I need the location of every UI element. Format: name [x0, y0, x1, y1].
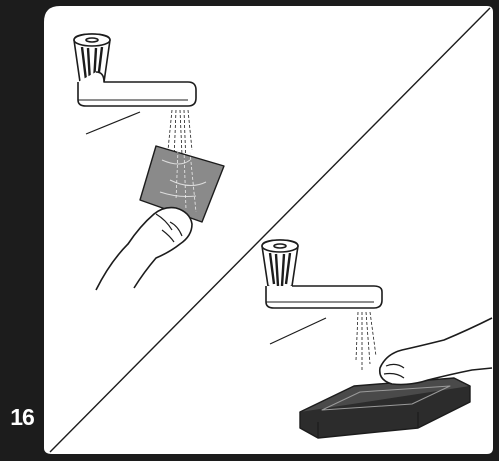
step-number: 16: [4, 404, 40, 431]
sidebar-bar: [0, 0, 44, 461]
tap-rinsing-filter-sheet-icon: [74, 34, 224, 290]
tap-rinsing-filter-tray-icon: [262, 240, 492, 438]
